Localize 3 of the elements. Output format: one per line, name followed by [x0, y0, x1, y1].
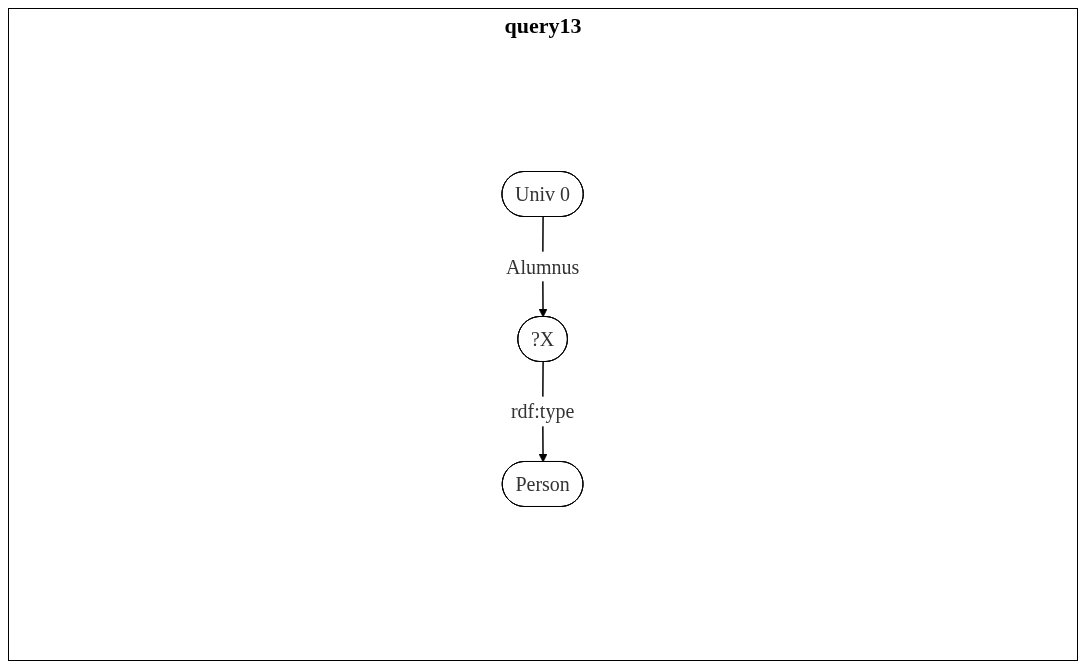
diagram-title: query13 — [504, 13, 582, 39]
edge-label: rdf:type — [511, 400, 575, 423]
edge-label: Alumnus — [506, 255, 580, 278]
